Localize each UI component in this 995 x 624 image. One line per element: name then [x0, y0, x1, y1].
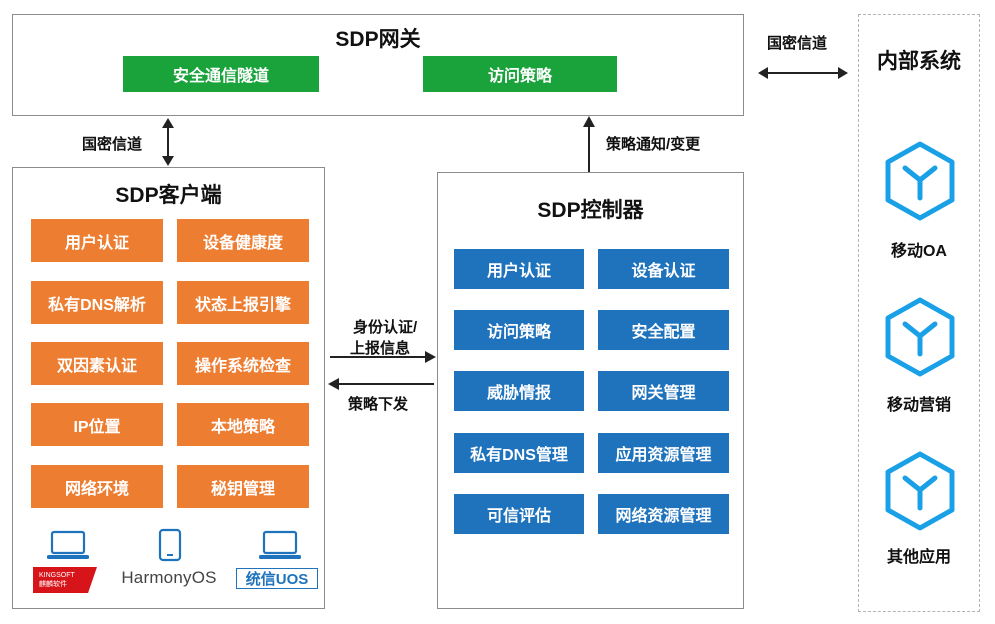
- controller-tile-trust-eval: 可信评估: [454, 494, 584, 534]
- controller-tile-private-dns-mgmt: 私有DNS管理: [454, 433, 584, 473]
- client-tile-ip-location: IP位置: [31, 403, 163, 446]
- gm-channel-label-right: 国密信道: [767, 35, 828, 52]
- client-title: SDP客户端: [115, 184, 222, 207]
- client-tile-user-auth: 用户认证: [31, 219, 163, 262]
- client-tile-device-health: 设备健康度: [177, 219, 309, 262]
- controller-tile-app-resource-mgmt: 应用资源管理: [598, 433, 729, 473]
- kingsoft-logo: KINGSOFT 麒麟软件: [33, 567, 97, 593]
- controller-tile-gateway-mgmt: 网关管理: [598, 371, 729, 411]
- app-cube-icon: [885, 297, 955, 377]
- sdp-controller-box: SDP控制器 用户认证 设备认证 访问策略 安全配置 威胁情报 网关管理 私有D…: [437, 172, 744, 609]
- policy-notify-label: 策略通知/变更: [606, 136, 701, 153]
- client-to-controller-arrow: [330, 351, 436, 363]
- policy-down-label: 策略下发: [348, 396, 409, 413]
- auth-report-label-line1: 身份认证/: [353, 319, 418, 336]
- client-tile-private-dns: 私有DNS解析: [31, 281, 163, 324]
- internal-title: 内部系统: [877, 50, 961, 73]
- controller-tile-user-auth: 用户认证: [454, 249, 584, 289]
- gateway-tile-secure-tunnel: 安全通信隧道: [123, 56, 319, 92]
- controller-tile-device-auth: 设备认证: [598, 249, 729, 289]
- tablet-icon: [158, 528, 182, 562]
- system-name-mobile-marketing: 移动营销: [886, 397, 951, 414]
- client-gateway-arrow: [162, 118, 174, 166]
- sdp-gateway-box: SDP网关 安全通信隧道 访问策略: [12, 14, 744, 116]
- laptop-icon: [259, 530, 301, 559]
- app-cube-icon: [885, 451, 955, 531]
- controller-gateway-arrow: [583, 116, 595, 174]
- controller-tile-threat-intel: 威胁情报: [454, 371, 584, 411]
- client-tile-os-check: 操作系统检查: [177, 342, 309, 385]
- laptop-icon: [47, 530, 89, 559]
- controller-tile-security-config: 安全配置: [598, 310, 729, 350]
- controller-tile-network-resource-mgmt: 网络资源管理: [598, 494, 729, 534]
- system-name-other-apps: 其他应用: [886, 549, 951, 566]
- gateway-internal-arrow: [758, 67, 848, 79]
- system-name-mobile-oa: 移动OA: [890, 243, 947, 260]
- client-tile-status-report-engine: 状态上报引擎: [177, 281, 309, 324]
- sdp-client-box: SDP客户端 用户认证 设备健康度 私有DNS解析 状态上报引擎 双因素认证 操…: [12, 167, 325, 609]
- controller-title: SDP控制器: [537, 199, 644, 222]
- controller-tile-access-policy: 访问策略: [454, 310, 584, 350]
- client-tile-two-factor-auth: 双因素认证: [31, 342, 163, 385]
- client-tile-local-policy: 本地策略: [177, 403, 309, 446]
- gateway-tile-access-policy: 访问策略: [423, 56, 617, 92]
- kingsoft-logo-top: KINGSOFT: [39, 572, 75, 579]
- harmonyos-logo: HarmonyOS: [121, 568, 217, 587]
- controller-to-client-arrow: [328, 378, 434, 390]
- gm-channel-label-left: 国密信道: [82, 136, 143, 153]
- auth-report-label-line2: 上报信息: [350, 340, 411, 357]
- app-cube-icon: [885, 141, 955, 221]
- gateway-title: SDP网关: [335, 28, 421, 51]
- kingsoft-logo-bottom: 麒麟软件: [39, 581, 67, 588]
- uos-logo: 统信UOS: [236, 568, 318, 589]
- client-tile-key-management: 秘钥管理: [177, 465, 309, 508]
- internal-systems-box: 内部系统 移动OA 移动营销 其他应用: [858, 14, 980, 612]
- client-tile-network-env: 网络环境: [31, 465, 163, 508]
